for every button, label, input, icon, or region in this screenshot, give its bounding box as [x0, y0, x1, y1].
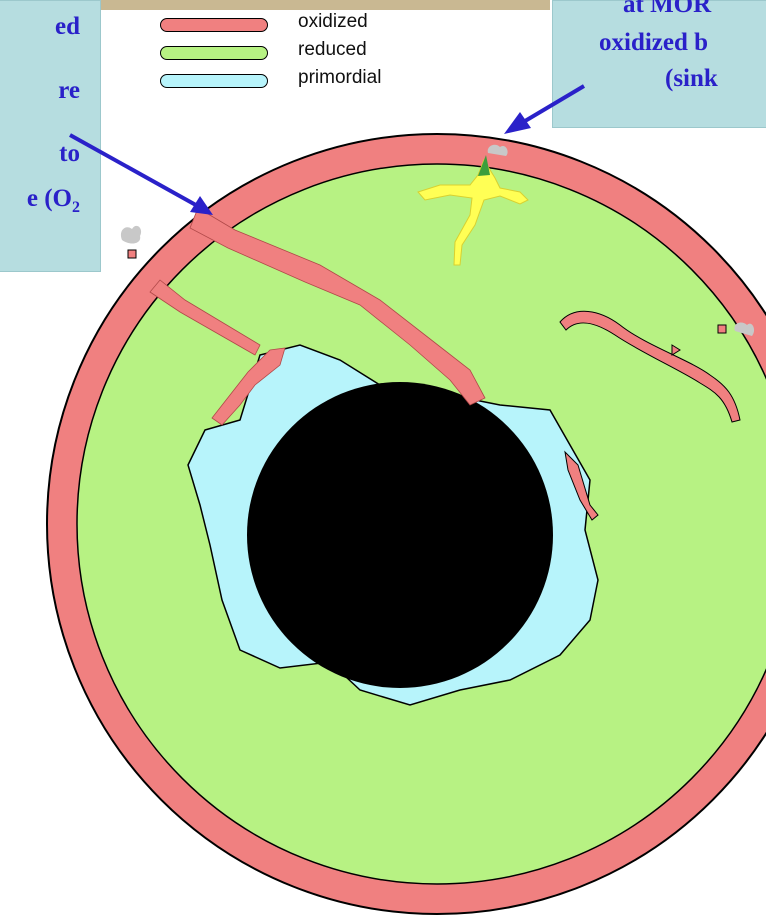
core: [247, 382, 553, 688]
crust-notch-left: [128, 250, 136, 258]
gas-puff-left: [121, 226, 141, 244]
arrow-right-line: [520, 86, 584, 124]
arrow-right-head: [504, 112, 531, 134]
arrow-left-line: [70, 135, 203, 209]
crust-notch-right: [718, 325, 726, 333]
